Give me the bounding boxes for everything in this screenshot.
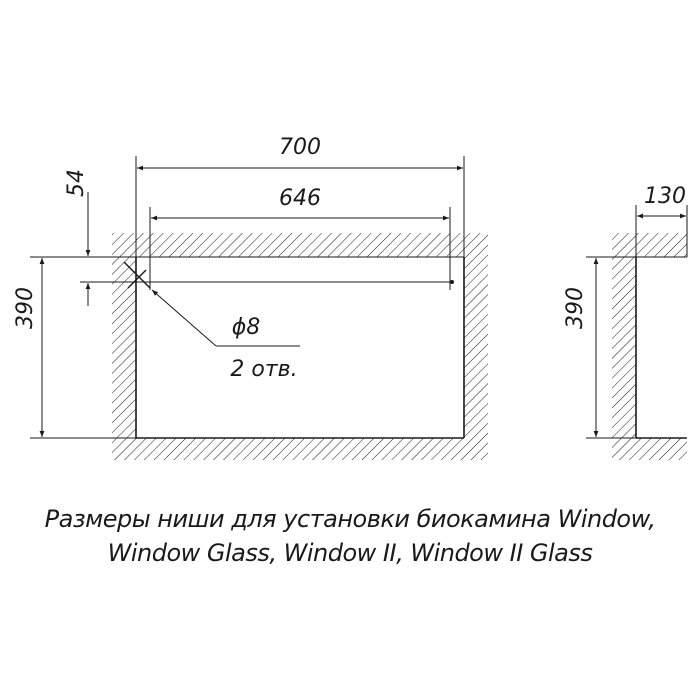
caption-line-2: Window Glass, Window II, Window II Glass — [107, 539, 593, 567]
inner-width-label: 646 — [279, 186, 321, 211]
hole-diameter-label: ϕ8 — [232, 315, 261, 340]
mounting-hole-right — [450, 280, 454, 284]
offset-label: 54 — [64, 169, 89, 197]
dimension-height-390-front: 390 — [13, 258, 136, 439]
front-height-label: 390 — [13, 287, 38, 329]
width-label: 700 — [279, 135, 321, 160]
dimension-width-646: 646 — [149, 186, 451, 290]
side-height-label: 390 — [563, 287, 588, 329]
side-wall-hatching — [612, 233, 687, 460]
dimension-width-700: 700 — [135, 135, 465, 257]
depth-label: 130 — [644, 184, 686, 209]
hole-count-label: 2 отв. — [230, 357, 297, 382]
drawing-caption: Размеры ниши для установки биокамина Win… — [0, 502, 700, 570]
caption-line-1: Размеры ниши для установки биокамина Win… — [44, 505, 656, 533]
dimension-offset-54: 54 — [30, 169, 136, 306]
front-niche-outline — [80, 256, 465, 439]
dimension-depth-130: 130 — [635, 184, 688, 257]
front-wall-hatching — [112, 233, 488, 460]
dimension-height-390-side: 390 — [563, 256, 636, 439]
side-niche-outline — [635, 256, 687, 439]
hole-callout: ϕ8 2 отв. — [123, 261, 300, 382]
